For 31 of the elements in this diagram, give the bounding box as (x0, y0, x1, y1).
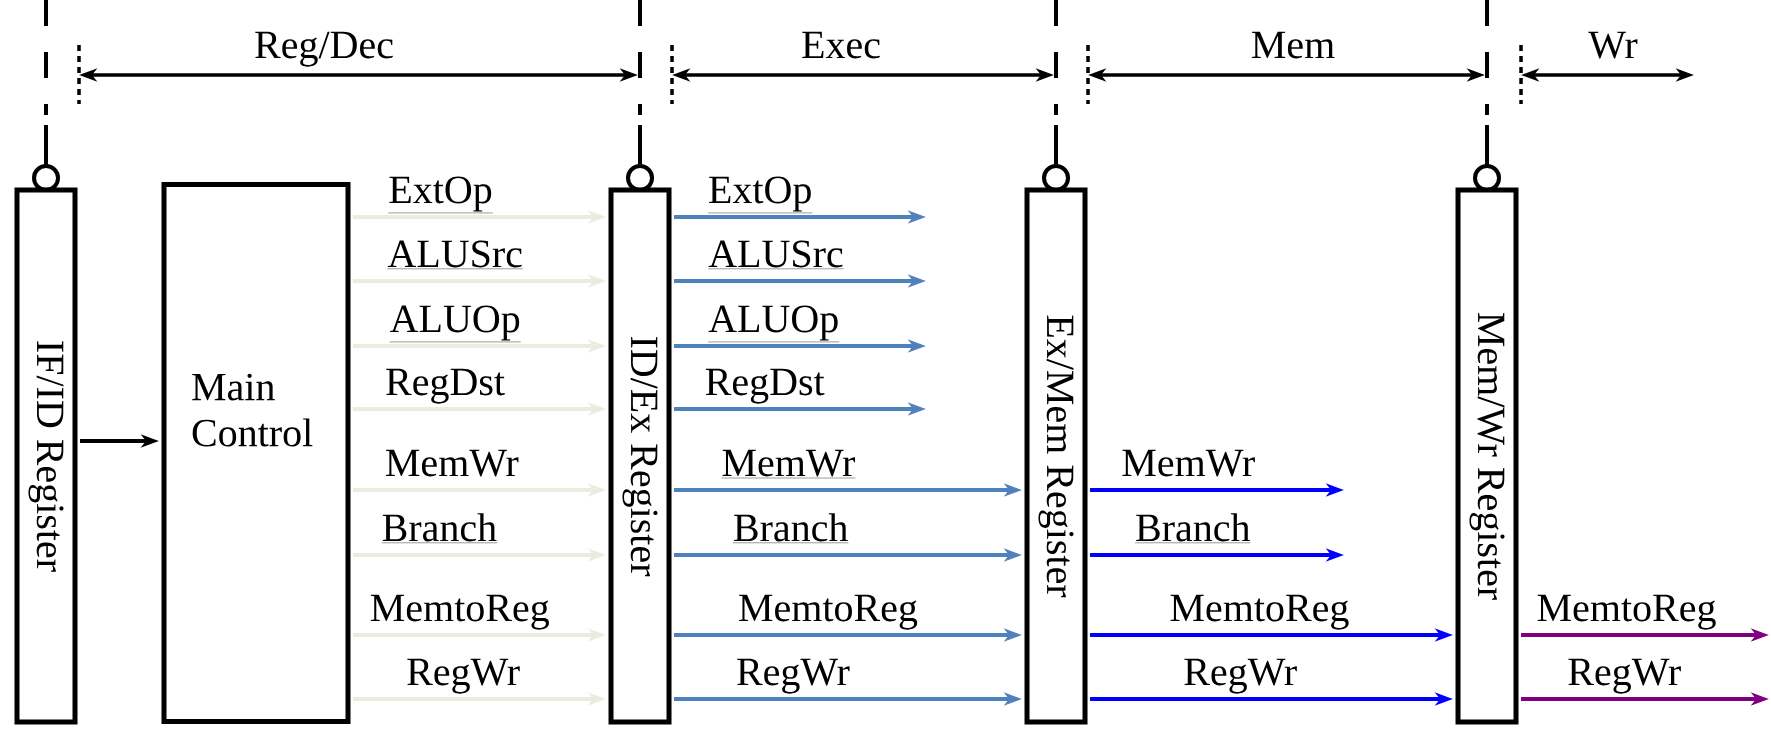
edge-label: RegWr (1182, 657, 1299, 695)
control-box: Main Control (161, 182, 351, 724)
edge-label: Branch (731, 512, 850, 545)
edge-label: ALUOp (707, 304, 841, 344)
edge-label: MemtoReg (368, 593, 551, 631)
edge-label: MemtoReg (1535, 593, 1718, 631)
edge-label: MemWr (383, 448, 520, 478)
pipeline-register: IF/ID Register (14, 187, 78, 725)
pipeline-register: Mem/Wr Register (1455, 187, 1519, 725)
edge-label: ExtOp (387, 175, 494, 215)
edge-label: Branch (380, 512, 499, 545)
edge-label: RegDst (384, 367, 507, 405)
edge-label: ALUSrc (707, 239, 845, 271)
edge-label: ALUOp (388, 304, 522, 344)
stage-label: Exec (802, 31, 880, 59)
edge-label: MemWr (1120, 448, 1257, 478)
edge-label: ExtOp (706, 175, 814, 215)
edge-label: RegWr (734, 657, 851, 695)
edge-label: RegWr (1566, 657, 1683, 695)
edge-label: ALUSrc (386, 239, 524, 271)
pipeline-register: ID/Ex Register (608, 187, 672, 725)
stage-label: Reg/Dec (255, 31, 393, 67)
edge-label: Branch (1134, 512, 1252, 545)
edge-label: MemtoReg (1168, 593, 1351, 631)
edge-label: MemtoReg (736, 593, 919, 631)
edge-label: RegDst (703, 367, 826, 405)
edge-label: MemWr (720, 448, 857, 480)
pipeline-register: Ex/Mem Register (1024, 187, 1088, 725)
edge-label: RegWr (405, 657, 522, 695)
stage-label: Mem (1251, 31, 1335, 59)
stage-label: Wr (1588, 31, 1638, 59)
